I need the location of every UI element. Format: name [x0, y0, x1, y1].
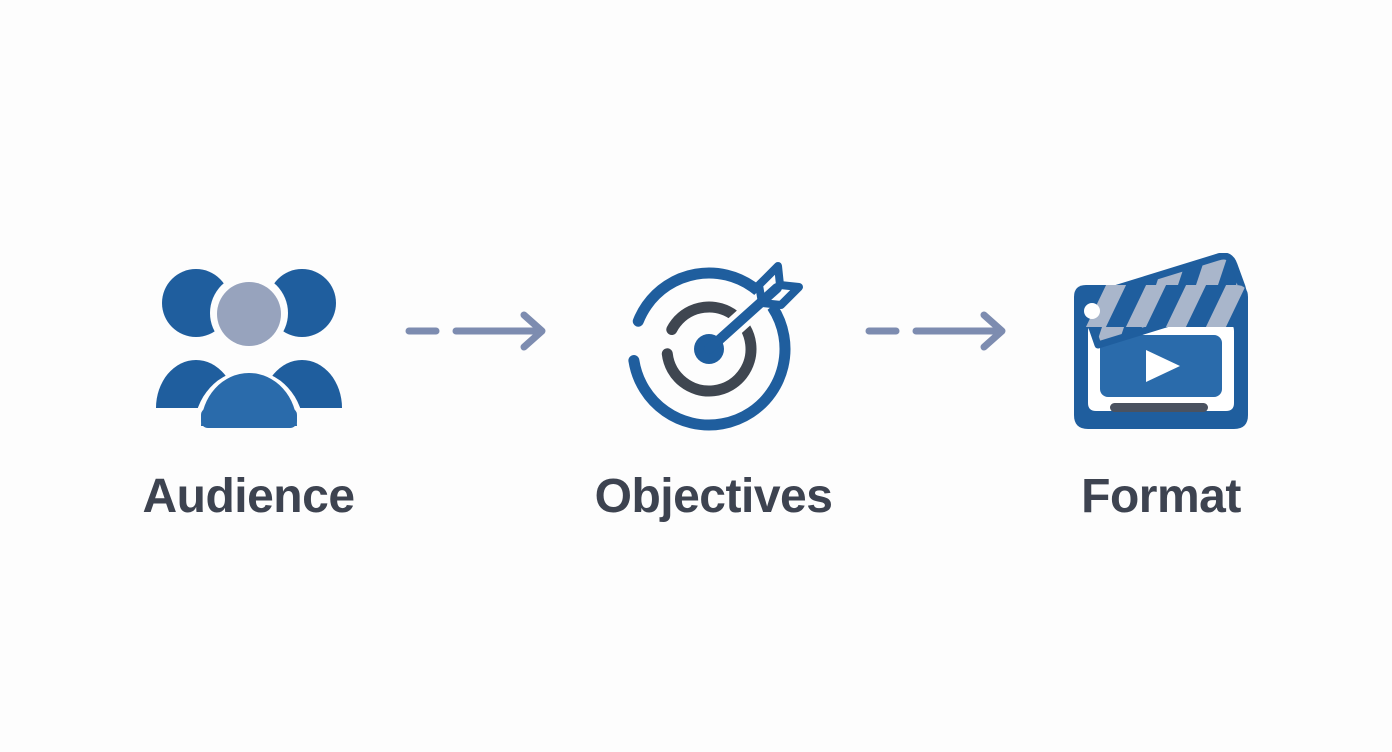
flow-step-label-format: Format: [1081, 470, 1241, 523]
flow-step-audience[interactable]: Audience: [139, 246, 359, 521]
people-group-icon: [154, 246, 344, 446]
clapperboard-video-icon: [1068, 246, 1254, 446]
flow-step-label-audience: Audience: [142, 470, 355, 523]
flow-connector-2: [819, 231, 1069, 521]
flow-step-label-objectives: Objectives: [594, 470, 833, 523]
label-row-audience: Audience: [142, 446, 355, 521]
flow-connector-1: [359, 231, 609, 521]
label-row-objectives: Objectives: [595, 446, 833, 521]
target-arrow-icon: [619, 246, 809, 446]
dashed-arrow-icon: [865, 311, 1005, 351]
flow-step-objectives[interactable]: Objectives: [595, 246, 833, 521]
dashed-arrow-icon: [405, 311, 545, 351]
label-row-format: Format: [1081, 446, 1241, 521]
flow-step-format[interactable]: Format: [1068, 246, 1254, 521]
